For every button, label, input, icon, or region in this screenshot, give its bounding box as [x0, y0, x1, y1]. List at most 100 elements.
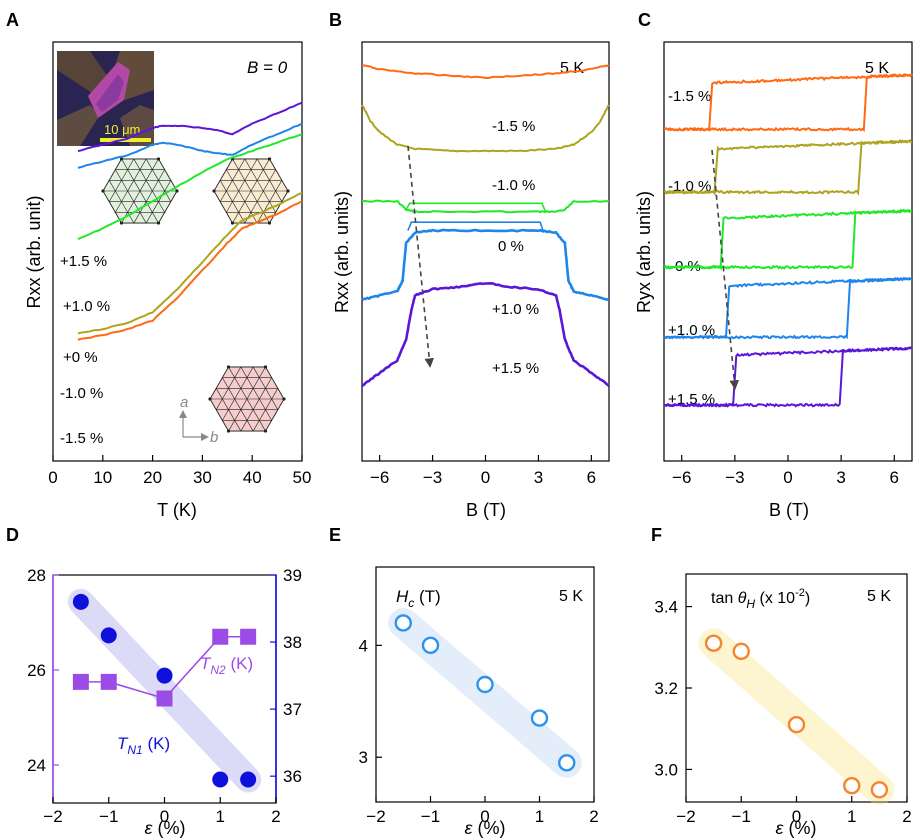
- lattice-hexagon: [101, 157, 179, 225]
- panel-a-xlabel: T (K): [157, 500, 197, 520]
- curve-b-p10-loop: [407, 221, 545, 233]
- label-b-z0: 0 %: [498, 238, 524, 255]
- lattice-line: [219, 158, 246, 202]
- curve-b-2: [361, 199, 610, 214]
- panel-a-x-tick-label: 20: [143, 468, 162, 487]
- panel-c-annotation: 5 K: [865, 60, 889, 77]
- curve-b-1: [361, 104, 610, 153]
- lattice-line: [240, 377, 272, 432]
- lattice-line: [209, 398, 229, 432]
- panel-f-x-tick-label: −2: [676, 807, 695, 826]
- hc-marker: [476, 675, 494, 694]
- lattice-node: [119, 221, 124, 225]
- panel-a-x-tick-label: 50: [293, 468, 312, 487]
- tan-marker: [787, 715, 806, 734]
- scale-bar-label: 10 μm: [104, 122, 140, 137]
- lattice-node: [156, 157, 161, 161]
- panel-a-x-tick-label: 10: [93, 468, 112, 487]
- panel-b-x-tick-label: −6: [370, 468, 389, 487]
- lattice-line: [244, 158, 276, 213]
- lattice-node: [282, 397, 286, 401]
- panel-d-xlabel: ε (%): [145, 818, 186, 838]
- lattice-line: [121, 158, 159, 224]
- panel-e-x-tick-label: −2: [366, 807, 385, 826]
- panel-f-x-tick-label: −1: [732, 807, 751, 826]
- panel-e-x-tick-label: 0: [480, 807, 489, 826]
- curve-c-4-down: [664, 346, 913, 408]
- lattice-line: [145, 180, 172, 224]
- label-c-p10: +1.0 %: [668, 322, 715, 339]
- lattice-node: [263, 429, 268, 433]
- panel-letter-a: A: [6, 10, 19, 30]
- lattice-line: [240, 366, 272, 421]
- panel-f-x-tick-label: 1: [847, 807, 856, 826]
- curve-c-3-down: [664, 277, 913, 340]
- curve-a-1: [77, 122, 303, 169]
- panel-b-xlabel: B (T): [466, 500, 506, 520]
- tn2-marker: [100, 673, 117, 690]
- curve-a-4: [77, 200, 303, 341]
- lattice-diagrams: [101, 157, 290, 433]
- lattice-line: [133, 158, 165, 213]
- panel-b-x-tick-label: 6: [587, 468, 596, 487]
- tn2-marker: [240, 628, 257, 645]
- tn1-marker: [156, 667, 173, 684]
- panel-c-x-tick-label: 3: [836, 468, 845, 487]
- panel-c-trend-arrow: [711, 149, 740, 390]
- lattice-node: [267, 157, 272, 161]
- panel-f-xlabel: ε (%): [776, 818, 817, 838]
- panel-d-right-tick-label: 37: [283, 700, 302, 719]
- panel-d-left-tick-label: 24: [27, 756, 46, 775]
- panel-e-title: Hc (T): [396, 587, 441, 610]
- crystal-axes: a b: [179, 394, 218, 446]
- lattice-line: [252, 388, 279, 432]
- curve-b-3: [361, 228, 610, 301]
- label-a-m10: -1.0 %: [60, 385, 103, 402]
- panel-a-curves: [77, 101, 303, 341]
- lattice-node: [226, 429, 231, 433]
- panel-a-annotation: B = 0: [247, 58, 288, 77]
- lattice-line: [256, 180, 283, 224]
- panel-f-x-tick-label: 0: [792, 807, 801, 826]
- lattice-node: [175, 189, 179, 193]
- panel-e-annotation: 5 K: [559, 588, 583, 605]
- panel-a-x-tick-label: 40: [243, 468, 262, 487]
- panel-c-x-tick-label: −6: [672, 468, 691, 487]
- lattice-node: [212, 189, 216, 193]
- panel-d-x-tick-label: 2: [271, 807, 280, 826]
- lattice-node: [226, 365, 231, 369]
- tan-marker: [704, 634, 723, 652]
- tan-marker: [870, 781, 889, 799]
- tan-marker: [732, 642, 750, 661]
- panel-c-x-tick-label: 0: [783, 468, 792, 487]
- hc-marker: [530, 709, 549, 727]
- lattice-node: [267, 221, 272, 225]
- lattice-line: [244, 169, 276, 224]
- curve-b-4: [361, 282, 610, 387]
- lattice-line: [102, 158, 122, 192]
- panel-d-right-tick-label: 38: [283, 633, 302, 652]
- lattice-line: [213, 190, 233, 224]
- curve-c-2-up: [663, 208, 911, 270]
- panel-a-ylabel: Rxx (arb. unit): [24, 195, 44, 308]
- panel-f-y-tick-label: 3.0: [654, 760, 678, 779]
- lattice-node: [101, 189, 105, 193]
- panel-f-x-tick-label: 2: [902, 807, 911, 826]
- panel-b-x-tick-label: −3: [423, 468, 442, 487]
- label-a-z0: +0 %: [63, 349, 98, 366]
- axis-a-label: a: [180, 394, 188, 411]
- curve-c-2-down: [664, 208, 913, 271]
- panel-f-y-tick-label: 3.4: [654, 598, 678, 617]
- hc-marker: [421, 636, 440, 655]
- label-b-m15: -1.5 %: [492, 118, 535, 135]
- curve-a-3: [77, 191, 303, 335]
- label-a-p15: +1.5 %: [60, 253, 107, 270]
- tn2-marker: [72, 673, 89, 690]
- label-b-m10: -1.0 %: [492, 177, 535, 194]
- lattice-node: [119, 157, 124, 161]
